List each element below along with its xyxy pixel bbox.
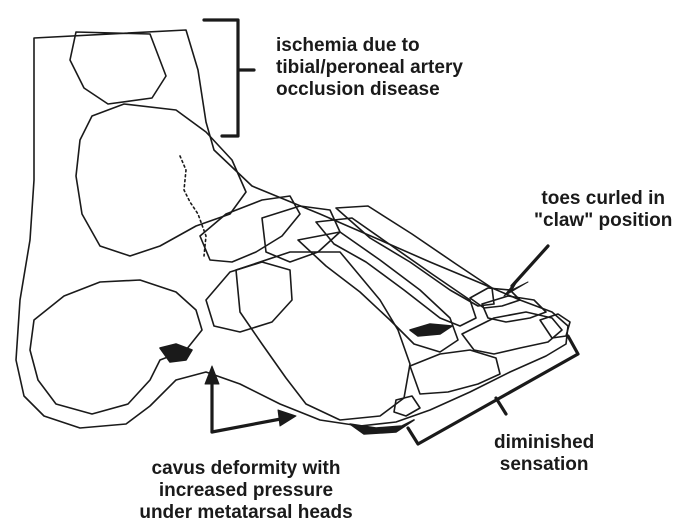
tibia-bone (70, 32, 166, 104)
sensation-label: diminished sensation (494, 432, 594, 476)
toes-arrow (504, 246, 548, 296)
toe-tip (540, 314, 570, 338)
talus-bone (76, 104, 246, 256)
navicular-bone (200, 196, 300, 262)
pressure-mark-heel (160, 344, 192, 362)
phalanx-3 (482, 296, 546, 322)
phalanx-1 (410, 350, 500, 394)
cuboid-bone (206, 262, 292, 332)
ischemia-bracket (204, 20, 254, 136)
pressure-mark-metatarsal (350, 420, 414, 434)
cavus-label: cavus deformity with increased pressure … (116, 458, 376, 524)
ischemia-label: ischemia due to tibial/peroneal artery o… (276, 35, 463, 101)
pressure-mark-toe (410, 324, 452, 336)
sesamoid (394, 396, 420, 416)
toes-label: toes curled in "claw" position (534, 188, 672, 232)
